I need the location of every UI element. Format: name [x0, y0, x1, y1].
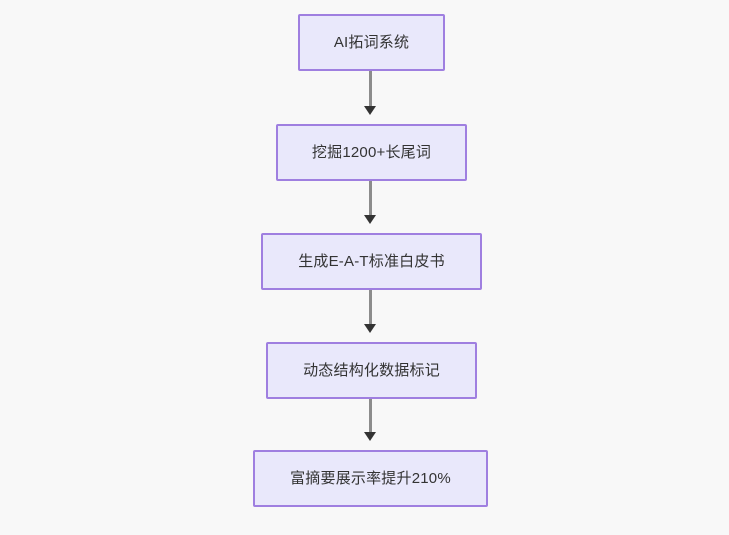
flow-node-mine-longtail-keywords[interactable]: 挖掘1200+长尾词: [276, 124, 467, 181]
flow-node-label: 富摘要展示率提升210%: [290, 469, 451, 487]
arrow-down-icon: [364, 215, 376, 224]
flow-connector-1: [369, 71, 372, 106]
arrow-down-icon: [364, 106, 376, 115]
flow-node-label: AI拓词系统: [333, 33, 410, 51]
flow-connector-2: [369, 181, 372, 215]
flow-node-label: 生成E-A-T标准白皮书: [298, 252, 445, 270]
flow-connector-3: [369, 290, 372, 324]
flow-node-generate-eat-whitepaper[interactable]: 生成E-A-T标准白皮书: [261, 233, 482, 290]
flow-connector-4: [369, 399, 372, 432]
flow-node-label: 挖掘1200+长尾词: [311, 143, 432, 161]
flow-node-rich-snippet-increase[interactable]: 富摘要展示率提升210%: [253, 450, 488, 507]
flow-node-dynamic-structured-data[interactable]: 动态结构化数据标记: [266, 342, 477, 399]
arrow-down-icon: [364, 324, 376, 333]
flow-node-label: 动态结构化数据标记: [303, 361, 440, 379]
arrow-down-icon: [364, 432, 376, 441]
flow-node-ai-keyword-system[interactable]: AI拓词系统: [298, 14, 445, 71]
